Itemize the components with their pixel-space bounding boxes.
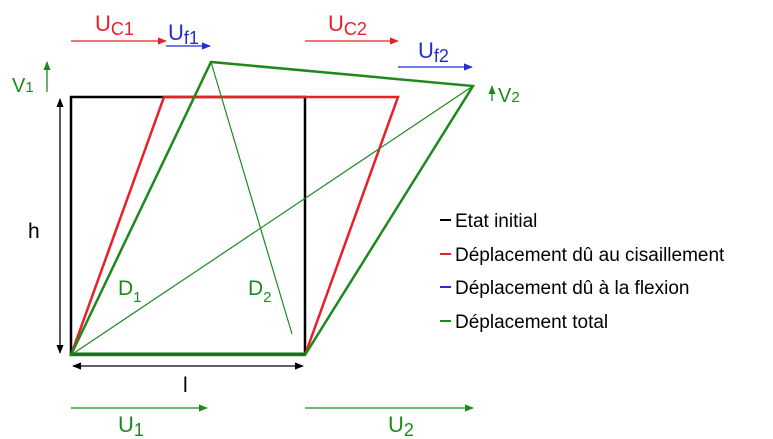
legend-item: Déplacement total: [440, 312, 608, 333]
initial-state-outline: [69, 95, 307, 355]
v1-label: V1: [12, 75, 34, 97]
legend-label: Déplacement dû à la flexion: [455, 278, 689, 299]
diagonal-d2: [210, 61, 293, 335]
u1-label: U1: [118, 412, 144, 439]
legend-label: Déplacement total: [455, 312, 608, 333]
shear-deformed-outline: [69, 95, 400, 356]
legend-item: Déplacement dû à la flexion: [440, 278, 689, 299]
d1-label: D1: [118, 277, 142, 306]
diagonal-d1: [70, 85, 474, 356]
d2-label: D2: [248, 277, 272, 306]
uf2-label: Uf2: [418, 38, 449, 66]
legend-label: Etat initial: [455, 211, 537, 232]
legend-item: Etat initial: [440, 211, 537, 232]
legend-label: Déplacement dû au cisaillement: [455, 245, 725, 266]
uc2-label: UC2: [328, 11, 367, 39]
height-label: h: [28, 220, 40, 243]
length-label: l: [183, 374, 188, 397]
uc1-label: UC1: [95, 11, 134, 39]
u2-label: U2: [388, 412, 414, 439]
legend-item: Déplacement dû au cisaillement: [440, 245, 725, 266]
legend: Etat initial Déplacement dû au cisaillem…: [440, 211, 725, 333]
v2-label: V2: [498, 85, 520, 107]
total-deformed-outline: [69, 60, 476, 357]
uf1-label: Uf1: [168, 20, 199, 48]
